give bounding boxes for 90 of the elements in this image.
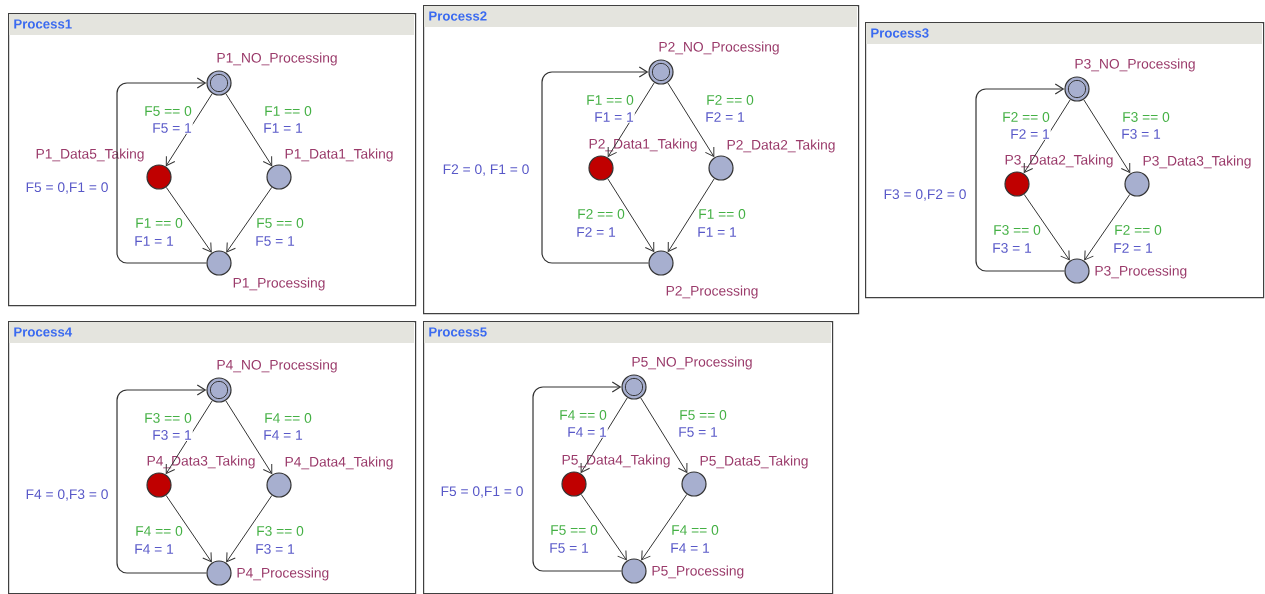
location-name: P5_Data5_Taking	[700, 455, 808, 469]
update-label: F2 = 1	[575, 226, 617, 238]
edge-label: F1 == 0	[585, 94, 635, 106]
arrow	[641, 493, 688, 561]
edge-label: F5 == 0	[255, 217, 305, 229]
edge-label: F2 == 0	[1113, 224, 1163, 236]
arrow	[226, 186, 273, 253]
update-label: F1 = 1	[696, 226, 738, 238]
panel-title: Process3	[871, 28, 929, 38]
panel-title: Process2	[429, 11, 487, 21]
location-name: P3_NO_Processing	[1075, 58, 1195, 72]
arrow	[607, 82, 655, 157]
location-name: P3_Data3_Taking	[1143, 155, 1251, 169]
edge-label: F3 == 0	[255, 525, 305, 537]
update-label: F3 = 1	[991, 242, 1033, 254]
edge-label: F4 = 0,F3 = 0	[24, 488, 110, 502]
edge-label: F4 == 0	[670, 524, 720, 536]
edge-label: F1 == 0	[697, 208, 747, 220]
edge-label: F2 == 0	[1001, 111, 1051, 123]
update-label: F2 = 1	[1112, 242, 1154, 254]
arrow	[226, 494, 273, 563]
arrow	[225, 400, 273, 475]
arrow	[165, 93, 213, 167]
arrow	[975, 83, 1065, 272]
arrow	[667, 178, 715, 253]
edge-label: F5 = 0,F1 = 0	[439, 485, 525, 499]
edge-label: F3 == 0	[143, 412, 193, 424]
edge-label: F4 == 0	[134, 525, 184, 537]
arrow	[580, 493, 627, 561]
edge-label: F5 == 0	[143, 105, 193, 117]
edge-label: F2 = 0, F1 = 0	[441, 163, 531, 177]
location-name: P5_NO_Processing	[632, 356, 752, 370]
arrow	[1083, 99, 1131, 174]
update-label: F4 = 1	[133, 543, 175, 555]
arrow	[1023, 193, 1070, 261]
location-name: P2_Processing	[666, 285, 758, 299]
update-label: F4 = 1	[262, 429, 304, 441]
location-name: P2_NO_Processing	[659, 41, 779, 55]
panel-title: Process5	[429, 327, 487, 337]
arrow	[607, 178, 655, 253]
arrow	[1084, 193, 1131, 261]
arrow	[225, 93, 273, 167]
update-label: F3 = 1	[151, 429, 193, 441]
edge-label: F5 = 0,F1 = 0	[24, 181, 110, 195]
arrow	[532, 381, 622, 572]
edge-label: F3 = 0,F2 = 0	[882, 188, 968, 202]
edge-label: F4 == 0	[558, 409, 608, 421]
edge-label: F1 == 0	[263, 105, 313, 117]
update-label: F5 = 1	[677, 426, 719, 438]
panel-title: Process4	[14, 327, 73, 337]
edge-label: F3 == 0	[1121, 111, 1171, 123]
location-name: P1_NO_Processing	[217, 52, 337, 66]
edge-label: F2 == 0	[576, 208, 626, 220]
arrow	[116, 384, 207, 574]
arrow	[116, 77, 207, 264]
arrow	[1023, 99, 1071, 174]
location-name: P1_Processing	[233, 277, 325, 291]
location-name: P4_Processing	[237, 567, 329, 581]
location-name: P3_Processing	[1095, 265, 1187, 279]
update-label: F2 = 1	[704, 111, 746, 123]
location-name: P4_Data4_Taking	[285, 456, 393, 470]
arrow	[165, 400, 213, 475]
panel-title: Process1	[14, 19, 72, 29]
arrow	[580, 397, 628, 473]
update-label: F4 = 1	[669, 542, 711, 554]
update-label: F5 = 1	[151, 122, 193, 134]
edge-label: F5 == 0	[678, 409, 728, 421]
update-label: F3 = 1	[1120, 128, 1162, 140]
arrow	[541, 66, 649, 264]
update-label: F4 = 1	[566, 426, 608, 438]
edge-label: F5 == 0	[549, 524, 599, 536]
update-label: F5 = 1	[548, 542, 590, 554]
location-name: P1_Data1_Taking	[285, 148, 393, 162]
update-label: F1 = 1	[133, 235, 175, 247]
edge-label: F1 == 0	[134, 217, 184, 229]
update-label: F1 = 1	[593, 111, 635, 123]
update-label: F3 = 1	[254, 543, 296, 555]
update-label: F5 = 1	[254, 235, 296, 247]
location-name: P5_Processing	[652, 565, 744, 579]
location-name: P2_Data2_Taking	[727, 139, 835, 153]
arrow	[165, 494, 212, 563]
edge-label: F2 == 0	[705, 94, 755, 106]
update-label: F1 = 1	[262, 122, 304, 134]
update-label: F2 = 1	[1009, 128, 1051, 140]
arrow	[640, 397, 688, 473]
edge-label: F4 == 0	[263, 412, 313, 424]
arrow	[165, 186, 212, 253]
location-name: P4_NO_Processing	[217, 359, 337, 373]
arrow	[667, 82, 715, 157]
edge-label: F3 == 0	[992, 224, 1042, 236]
